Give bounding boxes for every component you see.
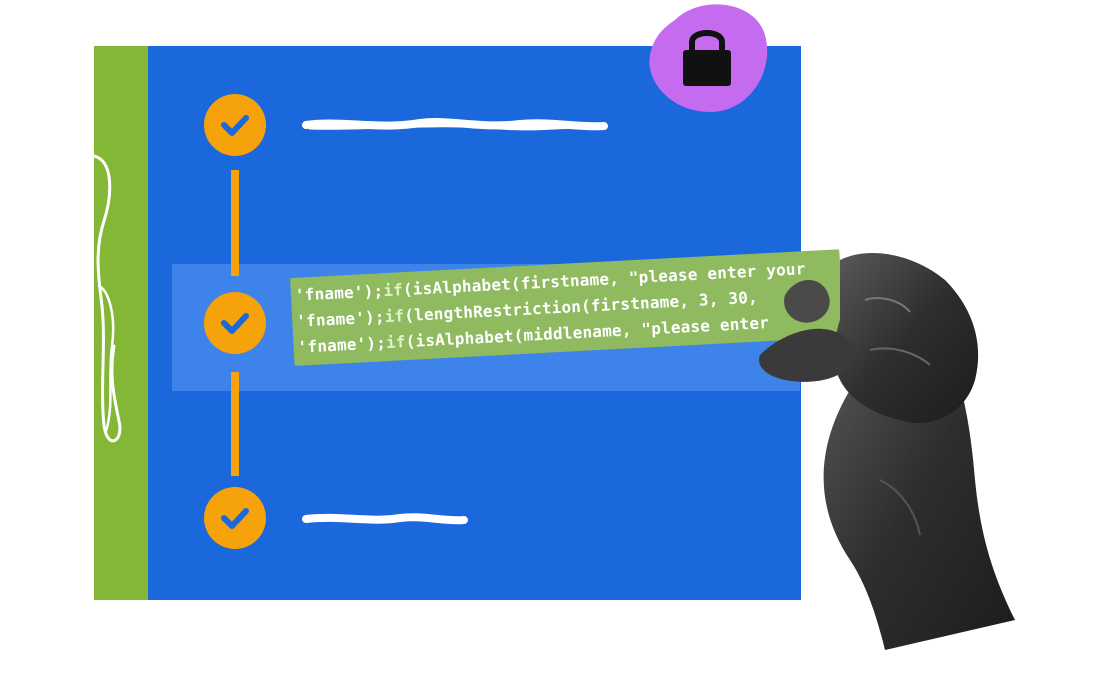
lock-icon [683,30,731,86]
step-1-label-redacted [302,118,608,131]
accent-strip [94,46,148,600]
step-connector [231,372,239,476]
scribble-decoration [94,154,122,443]
step-3-label-redacted [302,513,468,525]
step-3-check-icon [204,487,266,549]
lock-badge [645,0,770,115]
step-connector [231,170,239,276]
step-2-check-icon [204,292,266,354]
hand-image [759,252,1015,650]
step-1-check-icon [204,94,266,156]
